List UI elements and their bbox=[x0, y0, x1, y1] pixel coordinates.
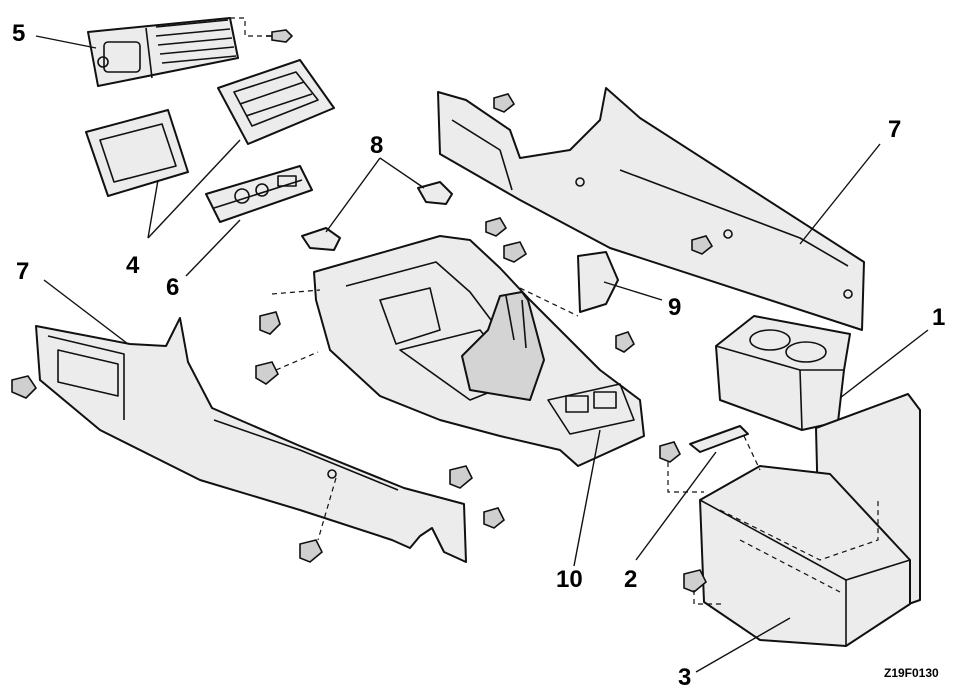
part-7-right-side-panel bbox=[437, 87, 865, 331]
callout-10: 10 bbox=[556, 566, 583, 593]
part-8-bracket-right bbox=[417, 181, 453, 205]
callout-1: 1 bbox=[932, 304, 946, 331]
part-7-left-side-panel bbox=[35, 317, 467, 563]
part-5-audio-unit bbox=[87, 17, 272, 87]
callout-4: 4 bbox=[126, 252, 140, 279]
callout-2: 2 bbox=[624, 566, 638, 593]
callout-5: 5 bbox=[12, 20, 26, 47]
part-4-bezel-upper bbox=[217, 59, 335, 145]
drawing-code: Z19F0130 bbox=[884, 666, 939, 680]
part-1-cup-holder bbox=[715, 315, 851, 431]
part-8-bracket-left bbox=[301, 227, 341, 251]
clip-fastener bbox=[11, 375, 337, 563]
callout-3: 3 bbox=[678, 664, 692, 691]
callout-6: 6 bbox=[166, 274, 180, 301]
clip-fastener bbox=[493, 93, 714, 255]
callout-7-left: 7 bbox=[16, 258, 30, 285]
part-4-bezel-lower bbox=[85, 109, 189, 197]
center-console-body bbox=[313, 235, 645, 467]
callout-7-right: 7 bbox=[888, 116, 902, 143]
part-6-switch-panel bbox=[205, 165, 313, 223]
part-9-cover bbox=[519, 251, 619, 317]
leader-lines bbox=[35, 35, 929, 673]
part-3-rear-console-box bbox=[659, 393, 921, 647]
callout-8: 8 bbox=[370, 132, 384, 159]
screw-fastener bbox=[266, 29, 294, 43]
console-fasteners bbox=[255, 217, 636, 529]
callout-9: 9 bbox=[668, 294, 682, 321]
part-2-trim-strip bbox=[689, 425, 761, 471]
